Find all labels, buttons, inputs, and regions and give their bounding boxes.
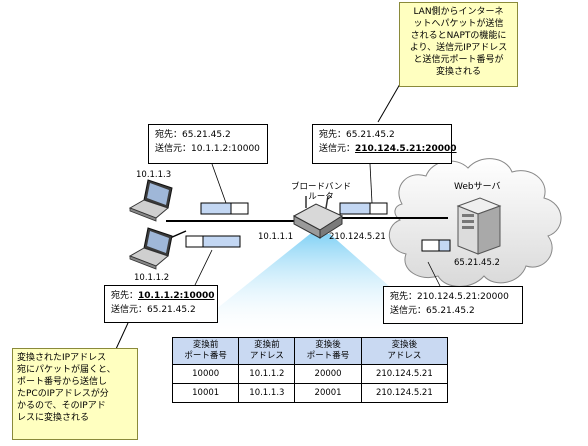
callout-napt-send: LAN側からインターネ ットへパケットが送信 されるとNAPTの機能に より、送…: [399, 2, 518, 87]
dst-value: 210.124.5.21:20000: [417, 292, 509, 302]
hdr1-pointer-line: [211, 163, 227, 204]
router-wan-ip: 210.124.5.21: [329, 232, 386, 242]
src-value: 65.21.45.2: [147, 305, 196, 315]
table-cell: 20000: [294, 364, 362, 384]
hdr4-pointer-line: [427, 261, 441, 287]
packet-header-lan-out: 宛先：65.21.45.2 送信元：10.1.1.2:10000: [148, 124, 268, 164]
dst-label: 宛先：: [155, 130, 183, 140]
callout-bottom-line: レスに変換される: [17, 413, 90, 423]
callout-bottom-pointer: [115, 322, 129, 350]
dst-value: 65.21.45.2: [182, 130, 231, 140]
src-label: 送信元：: [111, 305, 148, 315]
router-label-line1: ブロードバンド: [291, 182, 351, 192]
packet-lan-out: [200, 202, 249, 215]
dst-label: 宛先：: [111, 291, 139, 301]
packet-header-wan-out: 宛先：65.21.45.2 送信元：210.124.5.21:20000: [312, 124, 457, 164]
laptop-icon-top: [128, 179, 173, 222]
callout-napt-receive: 変換されたIPアドレス 宛にパケットが届くと、 ポート番号から送信し たPCのI…: [12, 348, 138, 440]
src-label: 送信元：: [155, 144, 192, 154]
table-cell: 210.124.5.21: [360, 364, 449, 384]
th-before-port: 変換前ポート番号: [171, 337, 240, 365]
src-label: 送信元：: [319, 144, 356, 154]
pc-bottom-ip: 10.1.1.2: [134, 273, 170, 283]
src-value: 65.21.45.2: [426, 306, 475, 316]
callout-top-line: されるとNAPTの機能に: [410, 31, 507, 41]
table-cell: 10001: [171, 383, 240, 403]
packet-wan-out: [339, 202, 388, 215]
packet-header-wan-in: 宛先：210.124.5.21:20000 送信元：65.21.45.2: [383, 286, 523, 324]
src-label: 送信元：: [390, 306, 427, 316]
callout-bottom-line: かるので、そのIPアド: [17, 401, 106, 411]
router-label-line2: ルータ: [308, 192, 334, 202]
callout-bottom-line: たPCのIPアドレスが分: [17, 389, 109, 399]
table-cell: 10000: [171, 364, 240, 384]
dst-label: 宛先：: [319, 130, 347, 140]
cloud-label: Webサーバ: [454, 182, 501, 192]
table-header-row: 変換前ポート番号 変換前アドレス 変換後ポート番号 変換後アドレス: [171, 337, 449, 365]
callout-top-line: 変換される: [435, 67, 481, 77]
router-lan-ip: 10.1.1.1: [258, 232, 294, 242]
router-label: ブロードバンド ルータ: [283, 182, 359, 202]
router-icon: [292, 195, 344, 239]
table-cell: 20001: [294, 383, 362, 403]
hdr3-pointer-line: [194, 249, 213, 286]
table-row: 10000 10.1.1.2 20000 210.124.5.21: [171, 364, 449, 384]
th-before-addr: 変換前アドレス: [238, 337, 296, 365]
table-row: 10001 10.1.1.3 20001 210.124.5.21: [171, 383, 449, 403]
laptop-icon-bottom: [128, 227, 173, 270]
table-cell: 210.124.5.21: [360, 383, 449, 403]
src-value: 210.124.5.21:20000: [355, 144, 457, 154]
napt-table: 変換前ポート番号 変換前アドレス 変換後ポート番号 変換後アドレス 10000 …: [171, 337, 449, 403]
packet-header-lan-in: 宛先：10.1.1.2:10000 送信元：65.21.45.2: [104, 285, 218, 323]
server-ip: 65.21.45.2: [454, 258, 500, 268]
table-cell: 10.1.1.3: [238, 383, 296, 403]
th-after-addr: 変換後アドレス: [360, 337, 449, 365]
table-cell: 10.1.1.2: [238, 364, 296, 384]
dst-label: 宛先：: [390, 292, 418, 302]
src-value: 10.1.1.2:10000: [191, 144, 260, 154]
dst-value: 65.21.45.2: [346, 130, 395, 140]
callout-top-pointer: [377, 83, 401, 123]
callout-top-line: と送信元ポート番号が: [413, 55, 504, 65]
callout-top-line: ットへパケットが送信: [413, 19, 504, 29]
callout-bottom-line: 宛にパケットが届くと、: [17, 365, 116, 375]
callout-top-line: LAN側からインターネ: [413, 7, 504, 17]
dst-value: 10.1.1.2:10000: [138, 291, 215, 301]
callout-bottom-line: 変換されたIPアドレス: [17, 353, 107, 363]
server-icon: [456, 197, 502, 255]
router-beam: [180, 234, 448, 338]
callout-top-line: より、送信元IPアドレス: [409, 43, 508, 53]
callout-bottom-line: ポート番号から送信し: [17, 377, 108, 387]
pc-top-ip: 10.1.1.3: [136, 170, 172, 180]
packet-lan-in: [185, 235, 241, 248]
packet-wan-in: [421, 239, 451, 252]
hdr2-pointer-line: [369, 163, 373, 204]
th-after-port: 変換後ポート番号: [294, 337, 362, 365]
pc-link-line: [169, 230, 187, 239]
